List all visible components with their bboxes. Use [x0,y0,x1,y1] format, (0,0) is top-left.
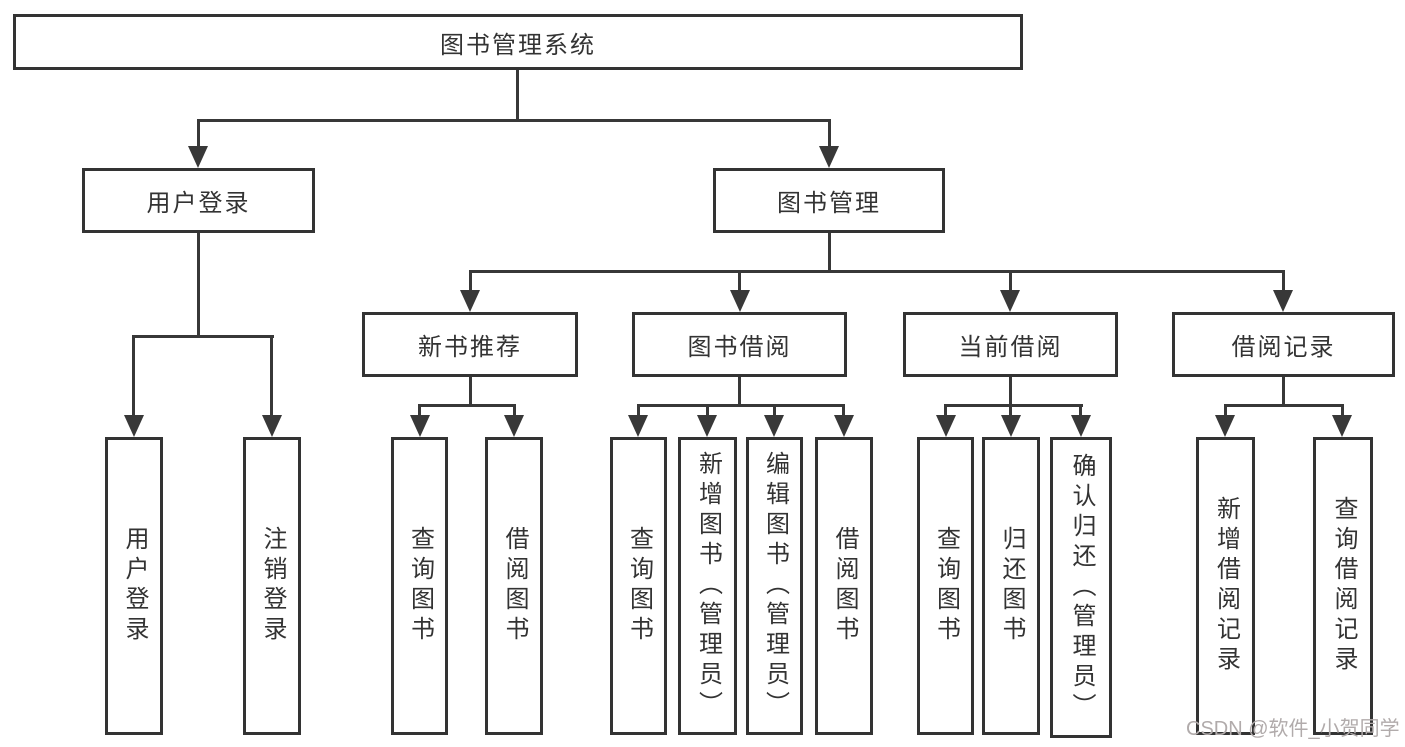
leaf-label: 新增图书（管理员） [694,451,722,721]
arrowhead-down [460,290,480,312]
arrowhead-down [1001,415,1021,437]
arrowhead-down [764,415,784,437]
leaf-label: 归还图书 [998,526,1025,646]
arrowhead-down [819,146,839,168]
connector-line [738,272,741,291]
connector-line [828,233,831,272]
leaf-label: 借阅图书 [831,526,858,646]
connector-line [828,121,831,147]
connector-line [197,121,200,147]
leaf-query-borrow-record: 查询借阅记录 [1313,437,1373,735]
connector-line [706,406,709,417]
leaf-edit-book-admin: 编辑图书（管理员） [746,437,803,735]
node-library-system: 图书管理系统 [13,14,1023,70]
connector-line [516,69,519,121]
connector-line [469,377,472,406]
connector-line [637,404,845,407]
connector-line [418,406,421,417]
connector-line [513,406,516,417]
leaf-label: 查询图书 [625,526,653,646]
leaf-label: 新增借阅记录 [1212,496,1240,676]
connector-line [738,377,741,406]
connector-line [469,270,1285,273]
arrowhead-down [1273,290,1293,312]
node-new-book-recommend: 新书推荐 [362,312,578,377]
connector-line [270,337,273,416]
leaf-add-borrow-record: 新增借阅记录 [1196,437,1255,735]
csdn-watermark: CSDN @软件_小贺同学 [1186,718,1400,740]
leaf-label: 编辑图书（管理员） [761,451,789,721]
arrowhead-down [628,415,648,437]
arrowhead-down [1071,415,1091,437]
connector-line [1224,404,1344,407]
arrowhead-down [262,415,282,437]
node-label: 图书管理 [777,190,881,217]
connector-line [1009,377,1012,406]
arrowhead-down [188,146,208,168]
node-borrow-records: 借阅记录 [1172,312,1395,377]
leaf-label: 查询图书 [406,526,434,646]
arrowhead-down [697,415,717,437]
connector-line [418,404,516,407]
node-user-login: 用户登录 [82,168,315,233]
connector-line [1009,272,1012,291]
leaf-borrow-book-1: 借阅图书 [485,437,543,735]
node-label: 借阅记录 [1231,334,1336,361]
connector-line [1282,377,1285,406]
leaf-return-book: 归还图书 [982,437,1040,735]
leaf-label: 注销登录 [259,526,286,646]
connector-line [1282,272,1285,291]
node-label: 图书借阅 [687,334,792,361]
connector-line [944,404,1083,407]
leaf-logout: 注销登录 [243,437,301,735]
node-book-management: 图书管理 [713,168,945,233]
connector-line [1341,406,1344,417]
leaf-query-book-3: 查询图书 [917,437,974,735]
arrowhead-down [834,415,854,437]
leaf-borrow-book-2: 借阅图书 [815,437,873,735]
arrowhead-down [504,415,524,437]
leaf-query-book-1: 查询图书 [391,437,448,735]
node-label: 当前借阅 [958,334,1063,361]
leaf-user-login: 用户登录 [105,437,163,735]
connector-line [197,233,200,337]
connector-line [944,406,947,417]
connector-line [132,335,274,338]
connector-line [637,406,640,417]
leaf-label: 确认归还（管理员） [1068,452,1095,723]
arrowhead-down [1000,290,1020,312]
arrowhead-down [124,415,144,437]
connector-line [773,406,776,417]
connector-line [1079,406,1082,417]
connector-line [1224,406,1227,417]
arrowhead-down [730,290,750,312]
connector-line [842,406,845,417]
connector-line [1009,406,1012,417]
leaf-add-book-admin: 新增图书（管理员） [678,437,737,735]
node-label: 图书管理系统 [440,31,596,59]
leaf-label: 用户登录 [121,526,148,646]
leaf-query-book-2: 查询图书 [610,437,667,735]
node-book-borrow: 图书借阅 [632,312,847,377]
arrowhead-down [1215,415,1235,437]
connector-line [197,119,831,122]
leaf-label: 查询图书 [932,526,960,646]
connector-line [469,272,472,291]
node-current-borrow: 当前借阅 [903,312,1118,377]
arrowhead-down [1332,415,1352,437]
leaf-confirm-return-admin: 确认归还（管理员） [1050,437,1112,738]
connector-line [132,337,135,416]
node-label: 新书推荐 [418,334,522,361]
arrowhead-down [936,415,956,437]
leaf-label: 借阅图书 [501,526,528,646]
arrowhead-down [410,415,430,437]
node-label: 用户登录 [146,190,251,217]
leaf-label: 查询借阅记录 [1330,496,1357,676]
